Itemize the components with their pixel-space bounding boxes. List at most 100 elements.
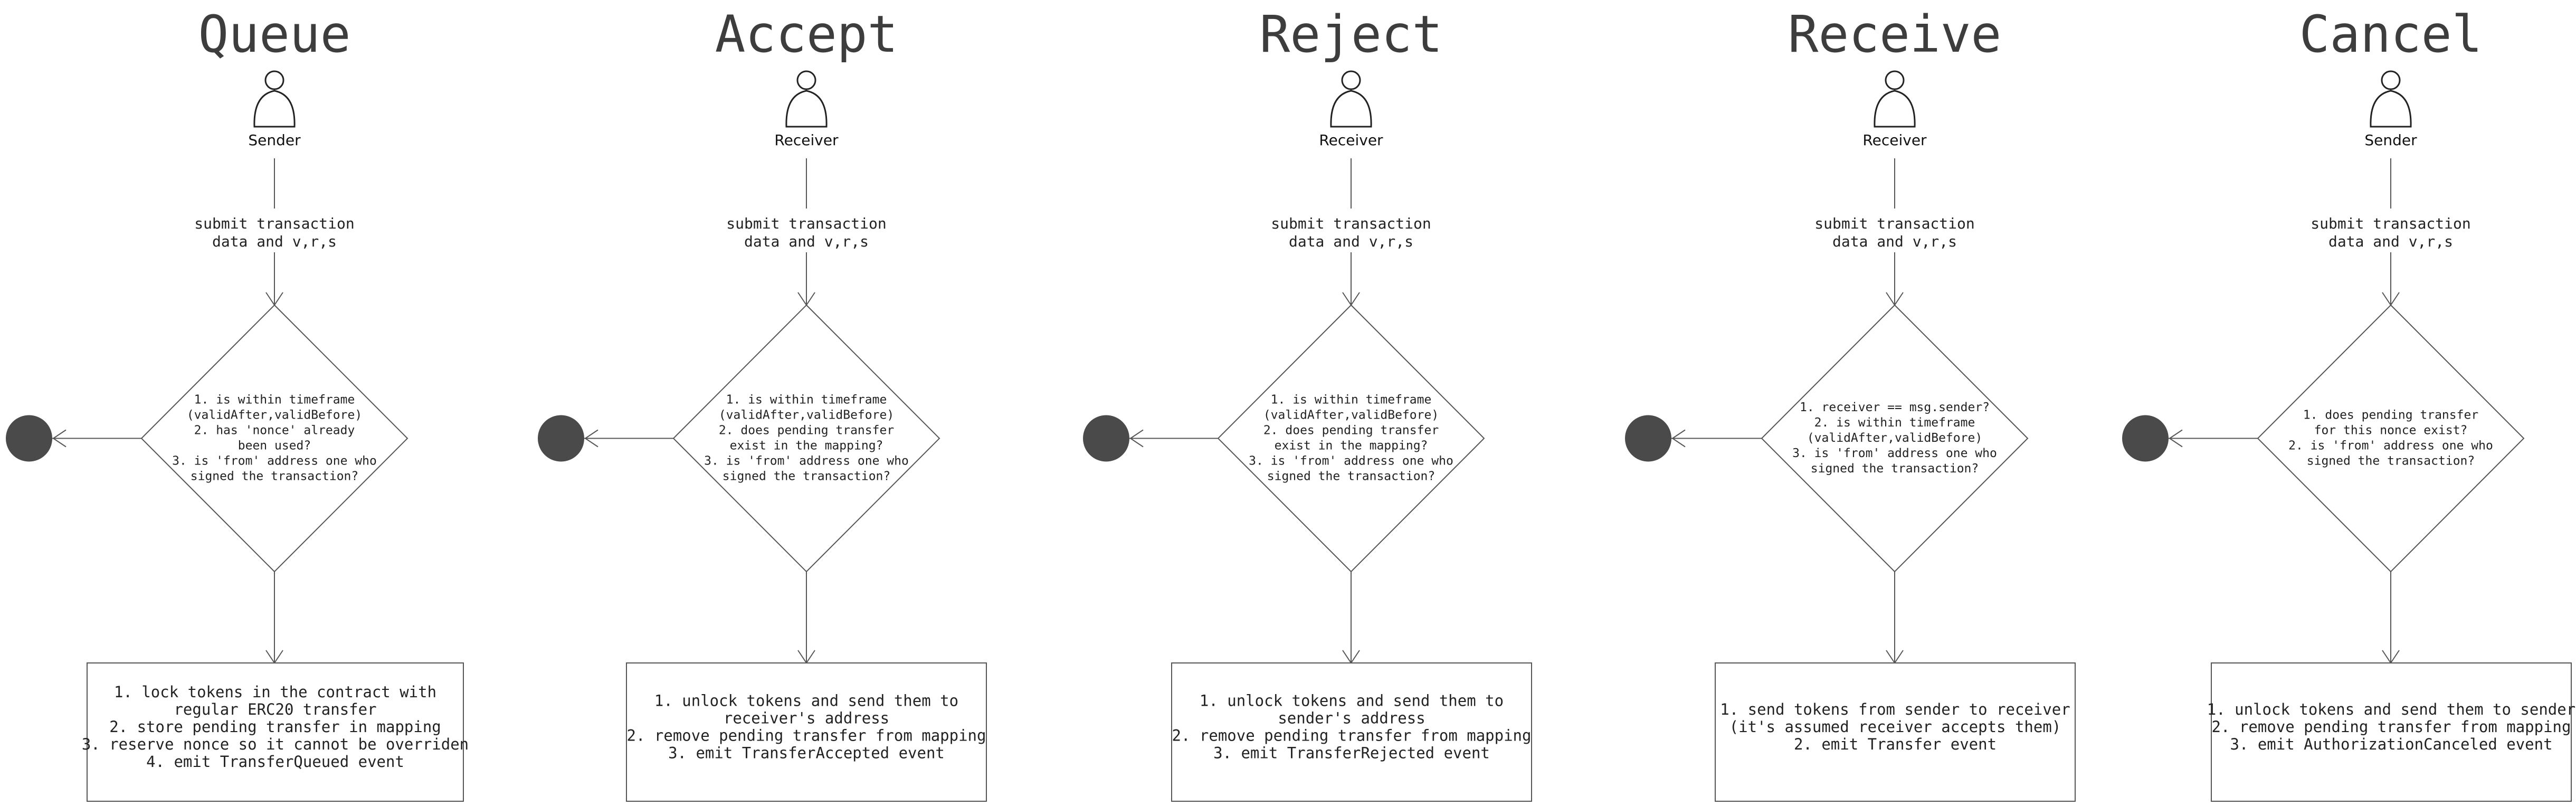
result-box (626, 662, 987, 802)
result-line: receiver's address (724, 709, 889, 727)
person-body (253, 90, 296, 128)
condition-line: (validAfter,validBefore) (1263, 409, 1439, 422)
condition-line: 3. is 'from' address one who (1792, 447, 1997, 460)
person-head (1885, 70, 1905, 90)
condition-line: (validAfter,validBefore) (719, 409, 894, 422)
edge-label-line: data and v,r,s (2328, 233, 2453, 250)
person-body (1874, 90, 1916, 128)
edge-label-line: submit transaction (1814, 215, 1974, 232)
person-head (264, 70, 284, 90)
flow-title: Cancel (2299, 5, 2483, 64)
result-box (1715, 662, 2076, 802)
edge-label-line: submit transaction (726, 215, 886, 232)
condition-line: signed the transaction? (1267, 470, 1436, 483)
end-node (538, 415, 584, 462)
actor-label: Sender (248, 131, 301, 149)
condition-line: 1. does pending transfer (2303, 409, 2478, 422)
condition-line: 1. receiver == msg.sender? (1800, 401, 1990, 414)
person-head (2381, 70, 2401, 90)
result-line: 3. emit AuthorizationCanceled event (2230, 735, 2552, 753)
edge-label-line: data and v,r,s (744, 233, 869, 250)
condition-line: 3. is 'from' address one who (172, 454, 377, 468)
condition-line: for this nonce exist? (2314, 424, 2468, 438)
condition-line: signed the transaction? (2307, 454, 2475, 468)
condition-line: signed the transaction? (191, 470, 359, 483)
arrow-head (1671, 429, 1686, 448)
result-line: regular ERC20 transfer (174, 700, 376, 718)
edge-label-line: submit transaction (194, 215, 354, 232)
arrow-head (52, 429, 66, 448)
person-icon (1874, 70, 1916, 128)
decision-diamond (672, 304, 940, 573)
condition-line: (validAfter,validBefore) (1807, 431, 1982, 445)
end-node (6, 415, 52, 462)
result-box (87, 662, 464, 802)
flow-title: Receive (1788, 5, 2002, 64)
decision-diamond (140, 304, 408, 573)
condition-line: 2. has 'nonce' already (194, 424, 355, 438)
arrow-head (2169, 429, 2183, 448)
condition-line: 3. is 'from' address one who (704, 454, 909, 468)
result-line: 3. reserve nonce so it cannot be overrid… (82, 735, 469, 753)
flow-title: Queue (198, 5, 351, 64)
person-head (796, 70, 816, 90)
result-line: sender's address (1278, 709, 1425, 727)
condition-line: 1. is within timeframe (726, 393, 887, 407)
result-line: 1. unlock tokens and send them to (1200, 692, 1504, 710)
actor-label: Sender (2364, 131, 2417, 149)
result-line: (it's assumed receiver accepts them) (1729, 718, 2061, 736)
condition-line: 2. does pending transfer (1263, 424, 1439, 438)
result-box (2211, 662, 2572, 802)
result-box (1171, 662, 1532, 802)
person-icon (253, 70, 296, 128)
condition-line: been used? (238, 439, 311, 453)
condition-line: exist in the mapping? (730, 439, 883, 453)
edge-label-line: submit transaction (1271, 215, 1431, 232)
result-line: 1. lock tokens in the contract with (114, 683, 436, 701)
person-icon (1330, 70, 1372, 128)
result-line: 1. unlock tokens and send them to (654, 692, 958, 710)
arrow-head (1129, 429, 1144, 448)
end-node (2122, 415, 2169, 462)
actor-label: Receiver (1862, 131, 1927, 149)
result-line: 1. unlock tokens and send them to sender (2207, 700, 2575, 718)
condition-line: 1. is within timeframe (1271, 393, 1432, 407)
person-body (2370, 90, 2412, 128)
condition-line: 2. is 'from' address one who (2288, 439, 2493, 453)
condition-line: 1. is within timeframe (194, 393, 355, 407)
person-head (1341, 70, 1361, 90)
person-icon (2370, 70, 2412, 128)
person-body (1330, 90, 1372, 128)
condition-line: exist in the mapping? (1275, 439, 1428, 453)
edge-label-line: submit transaction (2311, 215, 2470, 232)
result-line: 4. emit TransferQueued event (146, 753, 404, 771)
result-line: 2. remove pending transfer from mapping (2212, 718, 2571, 736)
end-node (1083, 415, 1129, 462)
result-line: 1. send tokens from sender to receiver (1720, 700, 2070, 718)
result-line: 3. emit TransferAccepted event (668, 744, 945, 762)
person-icon (785, 70, 828, 128)
result-line: 2. store pending transfer in mapping (109, 718, 441, 736)
arrow-head (584, 429, 598, 448)
actor-label: Receiver (774, 131, 839, 149)
flow-title: Reject (1260, 5, 1443, 64)
condition-line: 3. is 'from' address one who (1249, 454, 1453, 468)
edge-label-line: data and v,r,s (1832, 233, 1957, 250)
condition-line: (validAfter,validBefore) (187, 409, 362, 422)
result-line: 2. emit Transfer event (1794, 735, 1997, 753)
result-line: 2. remove pending transfer from mapping (1172, 727, 1532, 745)
person-body (785, 90, 828, 128)
decision-diamond (2257, 304, 2525, 573)
result-line: 3. emit TransferRejected event (1213, 744, 1490, 762)
edge-label-line: data and v,r,s (1289, 233, 1413, 250)
condition-line: signed the transaction? (1811, 462, 1979, 476)
flow-title: Accept (715, 5, 898, 64)
decision-diamond (1217, 304, 1485, 573)
actor-label: Receiver (1319, 131, 1383, 149)
end-node (1625, 415, 1671, 462)
